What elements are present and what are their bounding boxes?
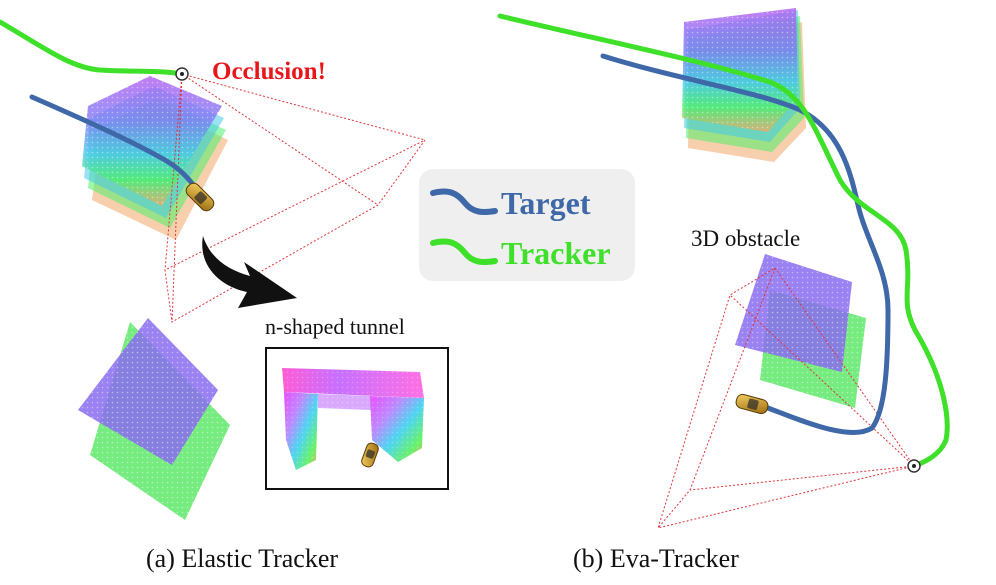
- stacked-obstacle-b: [682, 8, 806, 162]
- panel-a: [0, 19, 449, 520]
- obstacle-label: 3D obstacle: [691, 226, 801, 251]
- target-path-b: [600, 53, 891, 435]
- legend-target-label: Target: [501, 185, 591, 221]
- legend-tracker-swatch: [430, 238, 498, 265]
- tracker-path-a: [0, 19, 185, 77]
- legend-tracker-label: Tracker: [501, 235, 611, 271]
- legend-item-target: Target: [419, 177, 635, 227]
- panel-b: [497, 8, 950, 529]
- drone-icon-b: [907, 459, 921, 473]
- stacked-obstacle-a: [82, 76, 228, 240]
- legend-item-tracker: Tracker: [419, 227, 635, 277]
- legend-target-swatch: [430, 188, 498, 215]
- legend: Target Tracker: [419, 169, 635, 281]
- caption-eva-tracker: (b) Eva-Tracker: [573, 544, 739, 573]
- fov-frustum-b: [657, 267, 915, 529]
- fov-frustum-a: [164, 73, 426, 323]
- flat-obstacle-a: [78, 318, 230, 520]
- tunnel-inset: [265, 347, 449, 490]
- tunnel-label: n-shaped tunnel: [265, 314, 405, 339]
- curved-arrow-icon: [202, 236, 297, 308]
- flat-obstacle-b: [735, 254, 866, 408]
- tracker-path-b: [497, 13, 950, 469]
- target-path-a: [29, 94, 201, 195]
- caption-elastic-tracker: (a) Elastic Tracker: [146, 544, 339, 573]
- tunnel-car-icon: [361, 442, 379, 468]
- drone-icon: [175, 67, 189, 81]
- car-icon: [185, 182, 215, 212]
- car-icon-b: [735, 393, 769, 415]
- occlusion-label: Occlusion!: [212, 58, 326, 85]
